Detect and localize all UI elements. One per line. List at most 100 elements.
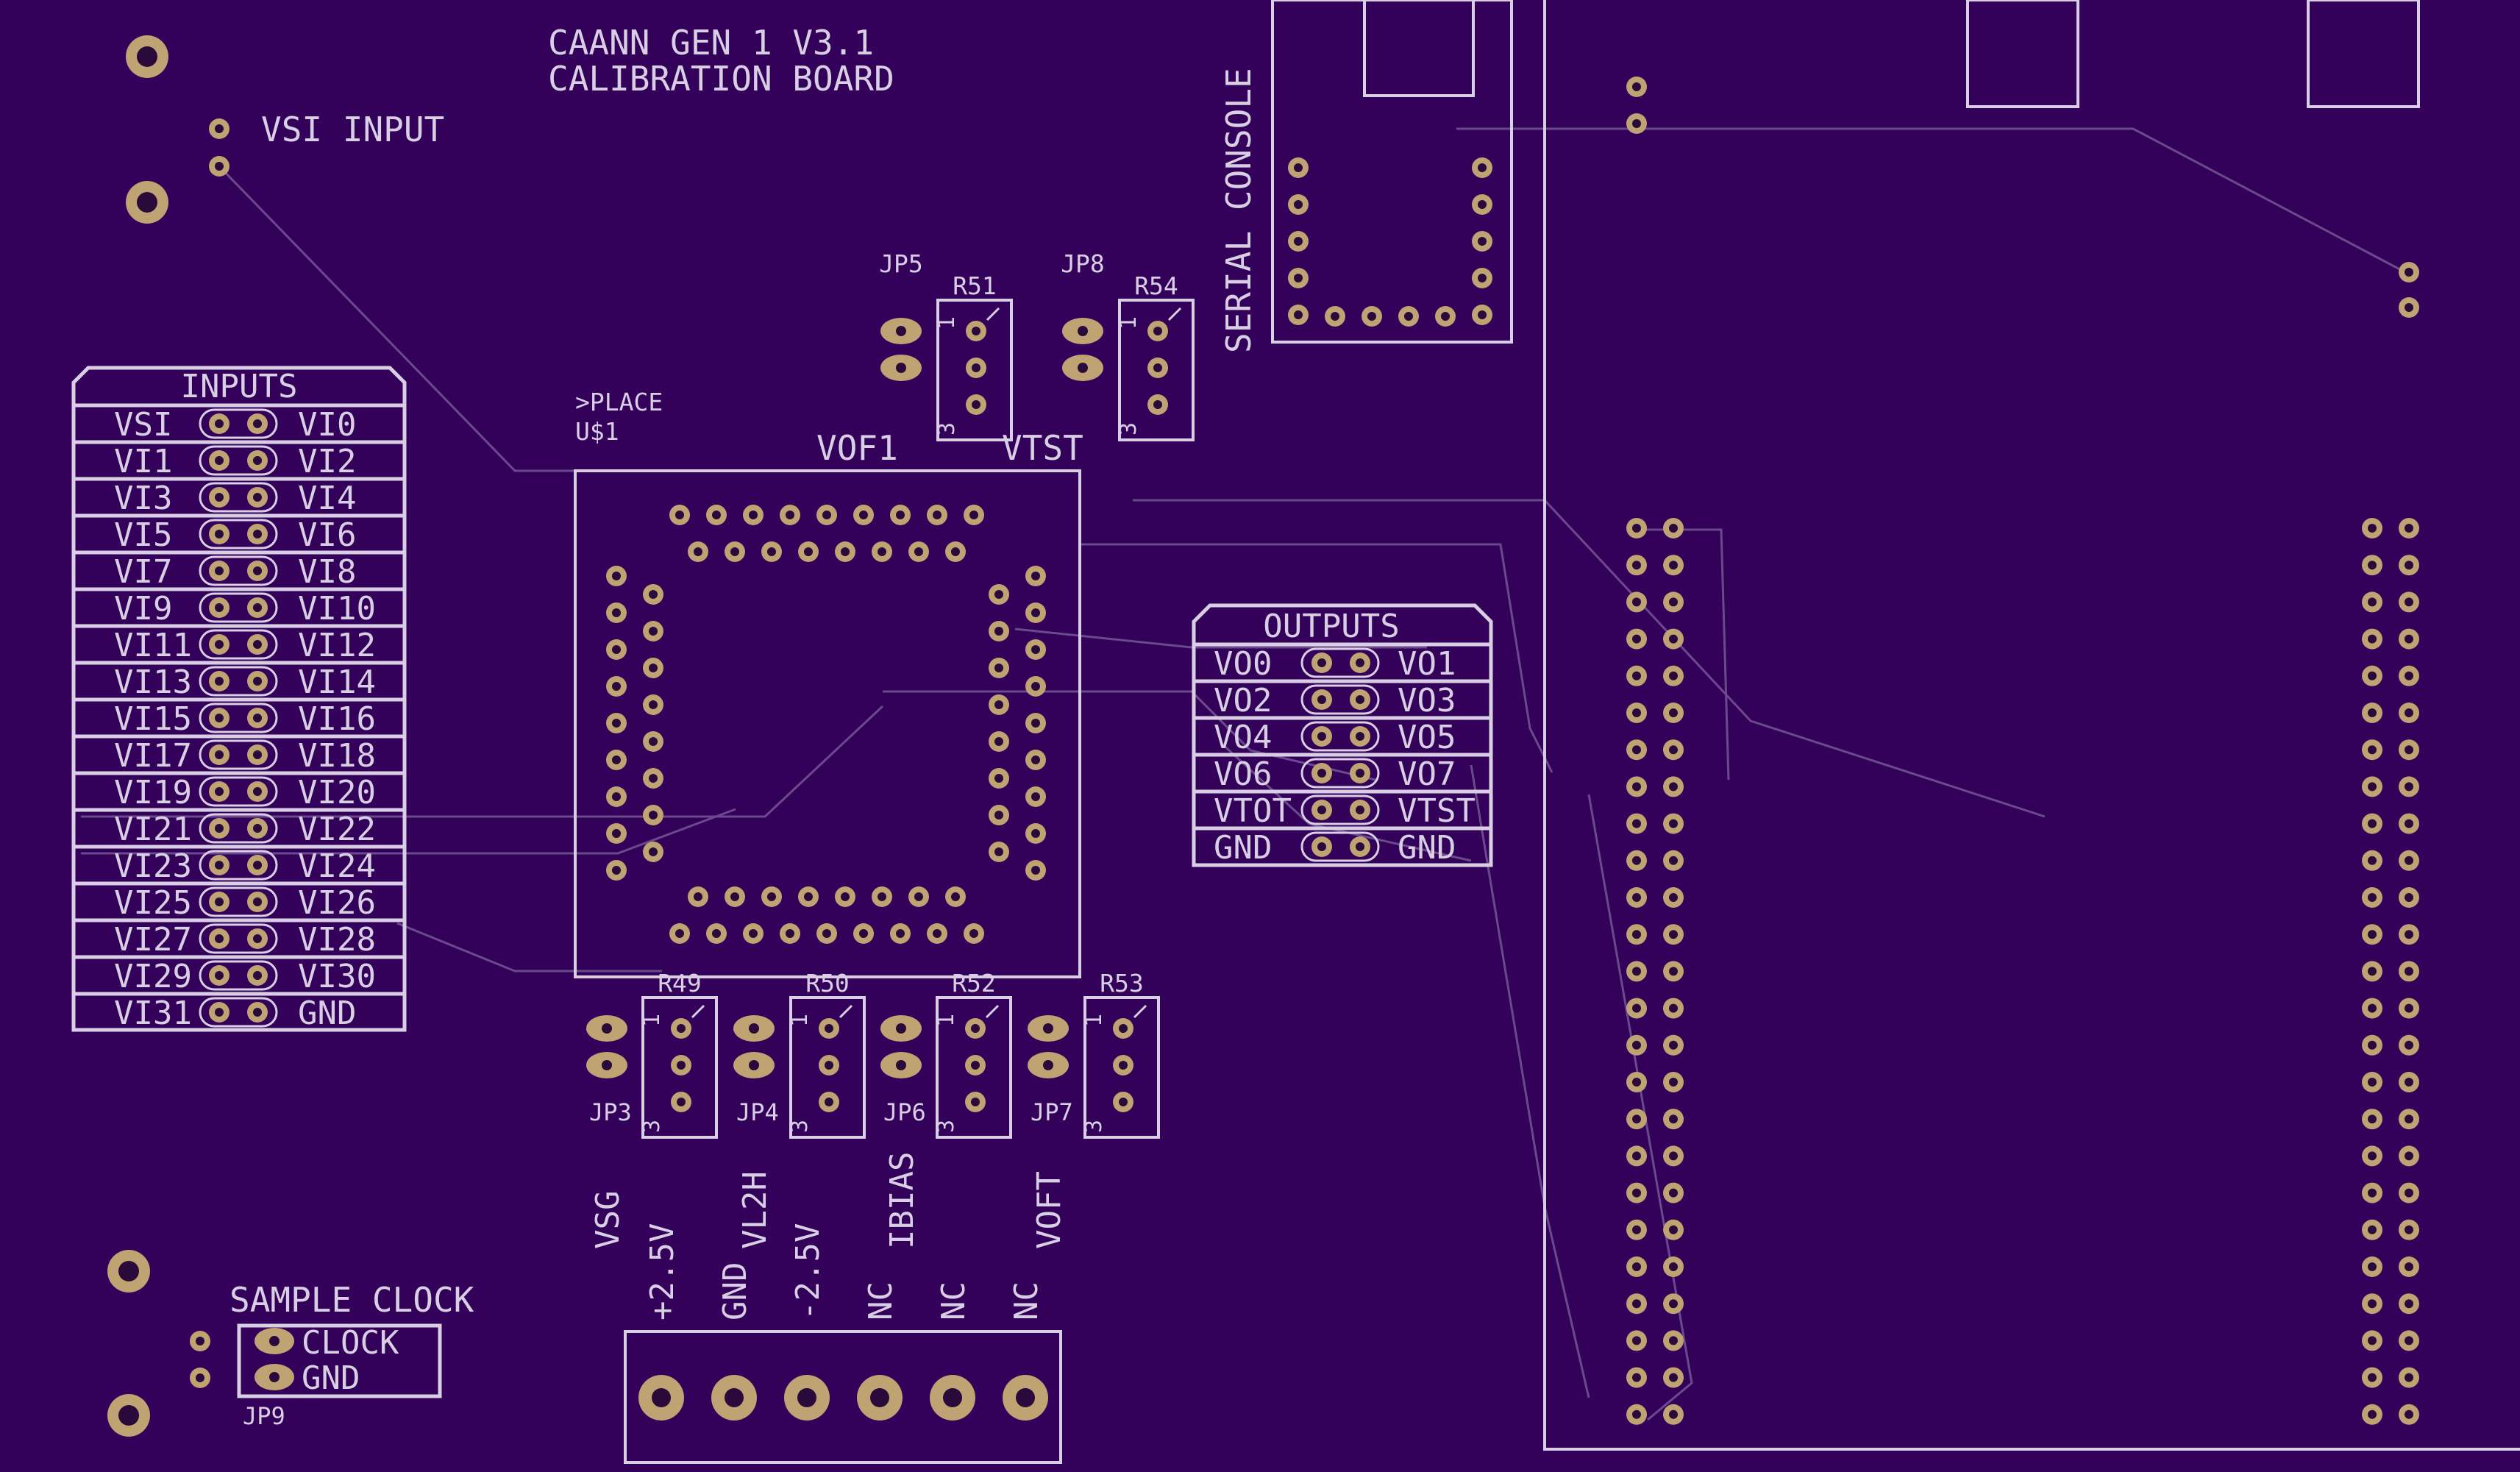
jumper-drill [896, 326, 906, 336]
outputs-pad-left [1311, 836, 1332, 857]
outputs-label-left: VO2 [1214, 682, 1272, 719]
mcu-module-pad [1663, 518, 1684, 538]
inputs-pad-left [209, 965, 229, 986]
mcu-module-pad [2362, 924, 2382, 945]
chip-pad [761, 886, 782, 907]
trimmer-pad [671, 1092, 691, 1112]
trimmer-pad [819, 1018, 839, 1039]
serial-console-pad [1288, 268, 1309, 288]
chip-pad [798, 886, 819, 907]
mcu-module-pad [2362, 1109, 2382, 1130]
chip-pad [989, 694, 1009, 715]
sample-clock-pin1-label: CLOCK [302, 1324, 399, 1362]
inputs-label-left: VI23 [114, 847, 192, 885]
outputs-pad-right [1350, 689, 1370, 710]
serial-console-pad [1472, 268, 1492, 288]
jumper-drill [896, 1060, 906, 1070]
inputs-row-pad-outline [199, 666, 278, 697]
trimmer-pin3-mark: 3 [1081, 1120, 1107, 1133]
mcu-module-pad [2399, 1367, 2419, 1388]
mcu-module-pad [2399, 1404, 2419, 1425]
trimmer-pad [965, 1092, 986, 1112]
outputs-pad-left [1311, 800, 1332, 820]
power-connector-pin [857, 1375, 903, 1421]
mcu-module-pad [2399, 518, 2419, 538]
sample-clock-title: SAMPLE CLOCK [229, 1280, 474, 1320]
inputs-pad-right [247, 487, 268, 508]
power-connector-pin [784, 1375, 830, 1421]
chip-pad [606, 823, 627, 844]
chip-label-left: VOF1 [816, 428, 898, 468]
outputs-label-right: VO5 [1398, 719, 1456, 756]
mcu-module-pad [2362, 1219, 2382, 1240]
mcu-module-pad [1626, 1367, 1647, 1388]
trimmer-pin1-mark: 1 [787, 1014, 813, 1027]
inputs-pad-right [247, 781, 268, 802]
chip-pad [1025, 713, 1046, 733]
serial-console-header [1271, 0, 1513, 344]
trimmer-wiper-mark [985, 1004, 1000, 1019]
jumper-jp5: JP5 [879, 249, 923, 381]
inputs-label-left: VI15 [114, 700, 192, 738]
inputs-row-pad-outline [199, 519, 278, 550]
mcu-module-pad [2399, 813, 2419, 834]
inputs-row-pad-outline [199, 813, 278, 844]
chip-pad [927, 505, 947, 525]
chip-pad [669, 923, 690, 944]
chip-pad [606, 860, 627, 881]
outputs-title: OUTPUTS [1263, 608, 1399, 645]
board-title-line2: CALIBRATION BOARD [548, 59, 894, 99]
inputs-row-pad-outline [199, 408, 278, 439]
trimmer-pin3-mark: 3 [639, 1120, 665, 1133]
mcu-module-pad [2362, 1034, 2382, 1056]
mcu-module-pad [2362, 1145, 2382, 1167]
mcu-module-pad [2399, 924, 2419, 945]
mcu-module-pad [1626, 665, 1647, 686]
mcu-module-pad [1626, 1182, 1647, 1203]
mcu-module-pad [2399, 262, 2419, 282]
inputs-pad-right [247, 671, 268, 691]
mcu-module-pad [2399, 1293, 2419, 1315]
inputs-block-outline [71, 366, 407, 1032]
chip-pad [872, 541, 892, 562]
mcu-module-pad [1663, 628, 1684, 650]
inputs-pad-right [247, 634, 268, 655]
mcu-module-pad [2399, 850, 2419, 871]
chip-pad [890, 505, 911, 525]
inputs-pad-right [247, 561, 268, 581]
chip-pad [853, 505, 874, 525]
outputs-row-pad-outline [1300, 647, 1380, 678]
outputs-row-pad-outline [1300, 758, 1380, 789]
chip-pad [945, 541, 966, 562]
outputs-label-right: GND [1398, 829, 1456, 867]
trimmer-pad [965, 1018, 986, 1039]
inputs-row-pad-outline [199, 482, 278, 513]
trimmer-ref-label: R50 [805, 969, 850, 998]
power-connector-pin-label: NC [935, 1281, 972, 1320]
power-connector-pin-label: NC [862, 1281, 900, 1320]
inputs-pad-left [209, 928, 229, 949]
jumper-ref-label: JP6 [883, 1098, 926, 1126]
mcu-module [1543, 0, 2520, 1451]
inputs-label-left: VI17 [114, 737, 192, 775]
mounting-hole-bottom-left-2 [107, 1394, 150, 1437]
mcu-module-pad [1626, 887, 1647, 908]
mcu-module-pad [1663, 1109, 1684, 1130]
inputs-label-left: VI13 [114, 664, 192, 701]
mcu-module-pad [1663, 555, 1684, 576]
serial-console-pad [1398, 306, 1419, 327]
chip-pad [606, 750, 627, 770]
jumper-signal-label: VSG [589, 1191, 627, 1249]
chip-pad [643, 768, 663, 789]
inputs-label-right: VI12 [298, 627, 376, 664]
inputs-label-right: GND [298, 995, 356, 1032]
inputs-pad-left [209, 818, 229, 839]
outputs-label-left: VO4 [1214, 719, 1272, 756]
inputs-label-left: VI19 [114, 774, 192, 811]
jumper-signal-label: VOFT [1031, 1171, 1068, 1249]
mcu-module-pad [1626, 1072, 1647, 1092]
trimmer-pin3-mark: 3 [787, 1120, 813, 1133]
power-connector-pin-label: NC [1008, 1281, 1045, 1320]
trimmer-pad [1147, 358, 1168, 378]
